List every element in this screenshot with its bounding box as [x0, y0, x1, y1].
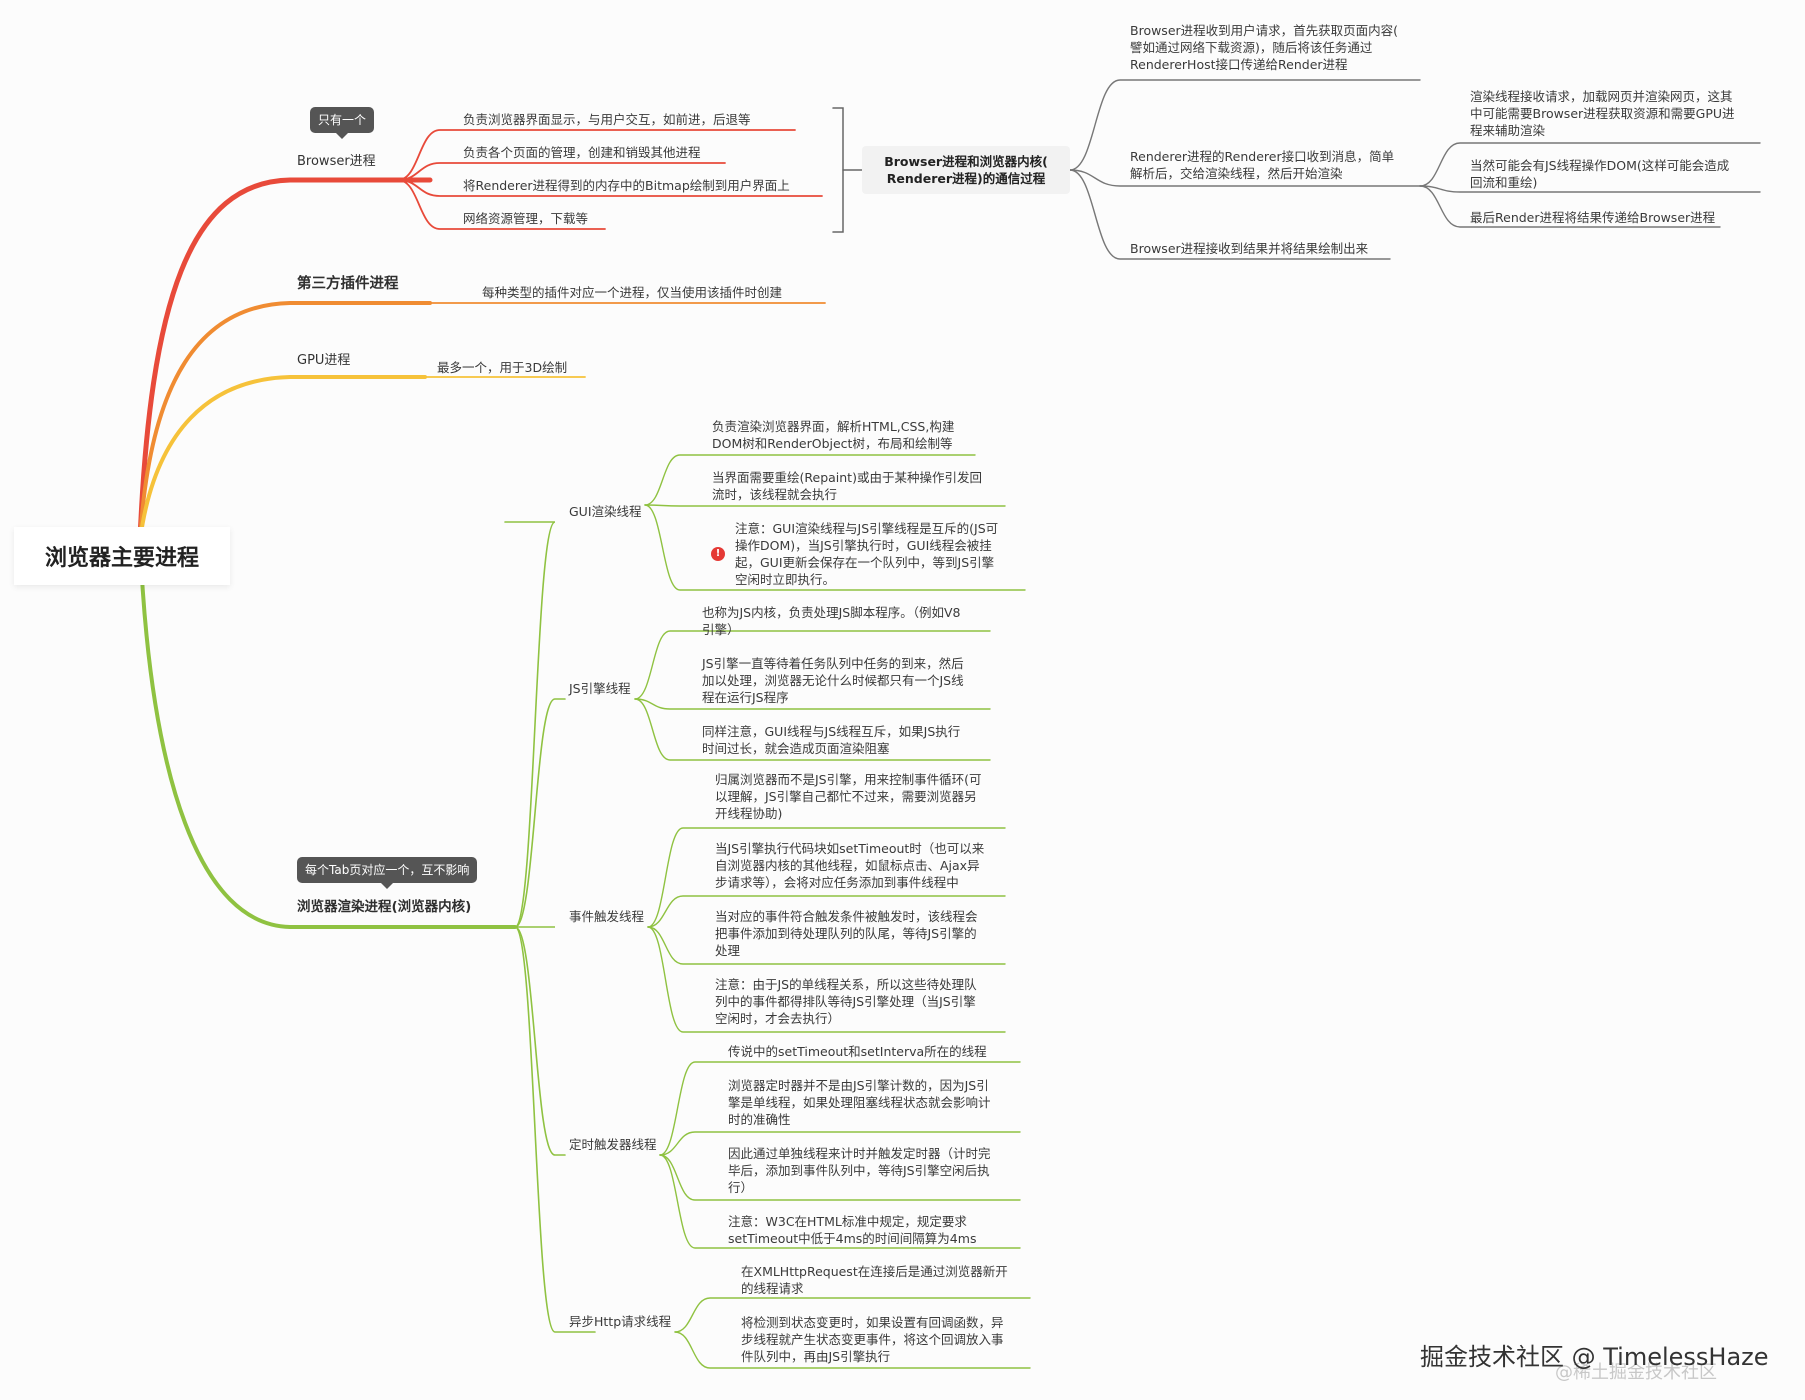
bracket — [832, 107, 844, 233]
branch-line — [1419, 185, 1761, 193]
thread-item[interactable]: 将检测到状态变更时，如果设置有回调函数，异步线程就产生状态变更事件，将这个回调放… — [741, 1315, 1004, 1364]
branch-line — [674, 1331, 1031, 1369]
branch-line — [644, 504, 1026, 591]
warning-icon: ! — [711, 547, 725, 561]
browser-item[interactable]: 负责各个页面的管理，创建和销毁其他进程 — [463, 145, 701, 160]
branch-line — [647, 895, 1006, 928]
thread-item[interactable]: 当界面需要重绘(Repaint)或由于某种操作引发回流时，该线程就会执行 — [712, 470, 982, 502]
branch-line — [674, 1297, 1031, 1333]
browser-item[interactable]: 网络资源管理，下载等 — [463, 211, 589, 226]
branch-line — [644, 454, 976, 506]
branch-line — [514, 926, 596, 1333]
branch-line — [659, 1131, 1021, 1156]
branch-line — [397, 129, 796, 181]
plugin-item[interactable]: 每种类型的插件对应一个进程，仅当使用该插件时创建 — [482, 285, 783, 300]
branch-line — [397, 162, 726, 181]
thread-item[interactable]: 当对应的事件符合触发条件被触发时，该线程会把事件添加到待处理队列的队尾，等待JS… — [715, 909, 978, 958]
branch-line — [1419, 185, 1721, 228]
branch-line — [647, 827, 1006, 928]
branch-line — [514, 698, 566, 928]
renderer-note-tag: 每个Tab页对应一个，互不影响 — [297, 857, 478, 889]
browser-item[interactable]: 负责浏览器界面显示，与用户交互，如前进，后退等 — [463, 112, 751, 127]
branch-line — [514, 926, 566, 1156]
render-substep[interactable]: 渲染线程接收请求，加载网页并渲染网页，这其中可能需要Browser进程获取资源和… — [1470, 89, 1735, 138]
thread-node-js[interactable]: JS引擎线程 — [569, 681, 631, 696]
main-branch-gpu — [138, 375, 427, 542]
render-substep[interactable]: 最后Render进程将结果传递给Browser进程 — [1470, 210, 1716, 225]
comm-step[interactable]: Browser进程接收到结果并将结果绘制出来 — [1130, 241, 1369, 256]
branch-line — [659, 1154, 1021, 1249]
renderer-process-node[interactable]: 浏览器渲染进程(浏览器内核) — [297, 899, 472, 915]
render-substep[interactable]: 当然可能会有JS线程操作DOM(这样可能会造成回流和重绘) — [1470, 158, 1730, 190]
gpu-item[interactable]: 最多一个，用于3D绘制 — [437, 360, 568, 375]
thread-item[interactable]: 因此通过单独线程来计时并触发定时器（计时完毕后，添加到事件队列中，等待JS引擎空… — [728, 1146, 991, 1195]
branch-line — [659, 1061, 1021, 1156]
main-branch-plugin — [138, 301, 432, 542]
branch-line — [1069, 169, 1421, 187]
browser-item[interactable]: 将Renderer进程得到的内存中的Bitmap绘制到用户界面上 — [463, 178, 790, 193]
thread-item[interactable]: 归属浏览器而不是JS引擎，用来控制事件循环(可以理解，JS引擎自己都忙不过来，需… — [715, 772, 982, 821]
branch-line — [634, 698, 991, 761]
watermark-faint: @稀土掘金技术社区 — [1555, 1362, 1717, 1383]
branch-line — [659, 1154, 1021, 1201]
branch-line — [634, 630, 991, 700]
thread-node-event[interactable]: 事件触发线程 — [569, 909, 645, 924]
branch-line — [647, 926, 1006, 965]
thread-node-gui[interactable]: GUI渲染线程 — [569, 504, 642, 519]
thread-node-http[interactable]: 异步Http请求线程 — [569, 1314, 672, 1329]
thread-node-timer[interactable]: 定时触发器线程 — [569, 1137, 657, 1152]
main-branch-browser — [137, 177, 433, 543]
root-node[interactable]: 浏览器主要进程 — [14, 527, 230, 585]
thread-item[interactable]: 注意：由于JS的单线程关系，所以这些待处理队列中的事件都得排队等待JS引擎处理（… — [715, 977, 977, 1026]
branch-line — [647, 926, 1006, 1033]
gpu-process-node[interactable]: GPU进程 — [297, 353, 351, 368]
branch-line — [1419, 142, 1761, 187]
comm-process-title: Browser进程和浏览器内核( Renderer进程)的通信过程 — [884, 154, 1048, 186]
browser-note-tag: 只有一个 — [310, 107, 375, 139]
branch-line — [504, 521, 556, 928]
branch-line — [644, 504, 1006, 507]
thread-item[interactable]: 同样注意，GUI线程与JS线程互斥，如果JS执行时间过长，就会造成页面渲染阻塞 — [702, 724, 961, 756]
comm-step[interactable]: Browser进程收到用户请求，首先获取页面内容(譬如通过网络下载资源)，随后将… — [1130, 23, 1399, 72]
browser-process-node[interactable]: Browser进程 — [297, 154, 376, 169]
branch-line — [1069, 79, 1421, 171]
thread-item[interactable]: 当JS引擎执行代码块如setTimeout时（也可以来自浏览器内核的其他线程，如… — [715, 841, 985, 890]
thread-item[interactable]: 在XMLHttpRequest在连接后是通过浏览器新开的线程请求 — [741, 1264, 1008, 1296]
branch-line — [1069, 169, 1391, 260]
watermark: 掘金技术社区 @ TimelessHaze — [1420, 1343, 1769, 1371]
plugin-process-node[interactable]: 第三方插件进程 — [297, 276, 399, 292]
main-branch-renderer — [138, 538, 517, 929]
thread-item[interactable]: 注意：GUI渲染线程与JS引擎线程是互斥的(JS可操作DOM)，当JS引擎执行时… — [735, 521, 999, 587]
comm-process-node[interactable]: Browser进程和浏览器内核( Renderer进程)的通信过程 — [862, 146, 1070, 194]
thread-item[interactable]: JS引擎一直等待着任务队列中任务的到来，然后加以处理，浏览器无论什么时候都只有一… — [702, 656, 964, 705]
branch-line — [634, 698, 991, 710]
thread-item[interactable]: 传说中的setTimeout和setInterva所在的线程 — [728, 1044, 987, 1059]
comm-step[interactable]: Renderer进程的Renderer接口收到消息，简单解析后，交给渲染线程，然… — [1130, 149, 1395, 181]
branch-line — [397, 179, 606, 230]
thread-item[interactable]: 浏览器定时器并不是由JS引擎计数的，因为JS引擎是单线程，如果处理阻塞线程状态就… — [728, 1078, 991, 1127]
